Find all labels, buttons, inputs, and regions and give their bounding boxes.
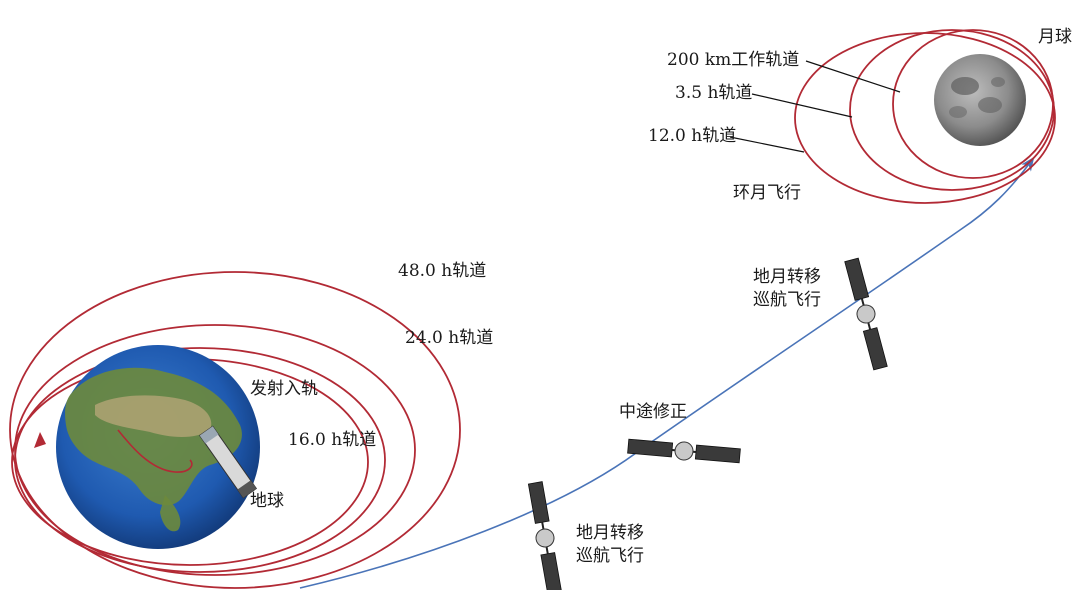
orbit-48h-label: 48.0 h轨道 <box>398 261 487 281</box>
leader-lines <box>729 60 901 153</box>
moon-orbits <box>794 29 1056 204</box>
leader-12h <box>729 136 805 153</box>
orbit-3-5h <box>849 29 1055 191</box>
launch-rocket <box>198 425 258 499</box>
orbit-200km-label: 200 km工作轨道 <box>667 50 800 70</box>
earth-orbits <box>9 271 461 589</box>
transfer-lower-line2: 巡航飞行 <box>576 546 644 566</box>
transfer-upper-line2: 巡航飞行 <box>753 290 821 310</box>
leader-3-5h <box>751 93 853 118</box>
earth-label: 地球 <box>250 491 284 511</box>
transfer-lower-line1: 地月转移 <box>576 523 644 543</box>
orbit-24h-label: 24.0 h轨道 <box>405 328 494 348</box>
satellite-upper <box>844 257 888 371</box>
moon-globe <box>934 54 1026 146</box>
orbit-3-5h-label: 3.5 h轨道 <box>675 83 753 103</box>
satellite-lower <box>527 481 563 590</box>
orbit-48h <box>9 271 461 589</box>
orbit-200km <box>892 29 1054 179</box>
leader-200km <box>805 60 901 93</box>
midcourse-label: 中途修正 <box>619 402 687 422</box>
moon-label: 月球 <box>1038 27 1072 47</box>
orbit-16h <box>14 347 386 573</box>
transfer-upper-line1: 地月转移 <box>753 267 821 287</box>
satellite-midcourse <box>627 438 741 464</box>
transfer-upper-label: 地月转移 巡航飞行 <box>753 266 821 312</box>
orbit-direction-arrow <box>34 432 46 448</box>
earth-globe <box>56 345 260 549</box>
transfer-lower-label: 地月转移 巡航飞行 <box>576 522 644 568</box>
orbit-12h-label: 12.0 h轨道 <box>648 126 737 146</box>
transfer-trajectory <box>299 156 1035 589</box>
orbit-16h-label: 16.0 h轨道 <box>288 430 377 450</box>
lunar-flight-label: 环月飞行 <box>733 183 801 203</box>
launch-label: 发射入轨 <box>250 379 318 399</box>
